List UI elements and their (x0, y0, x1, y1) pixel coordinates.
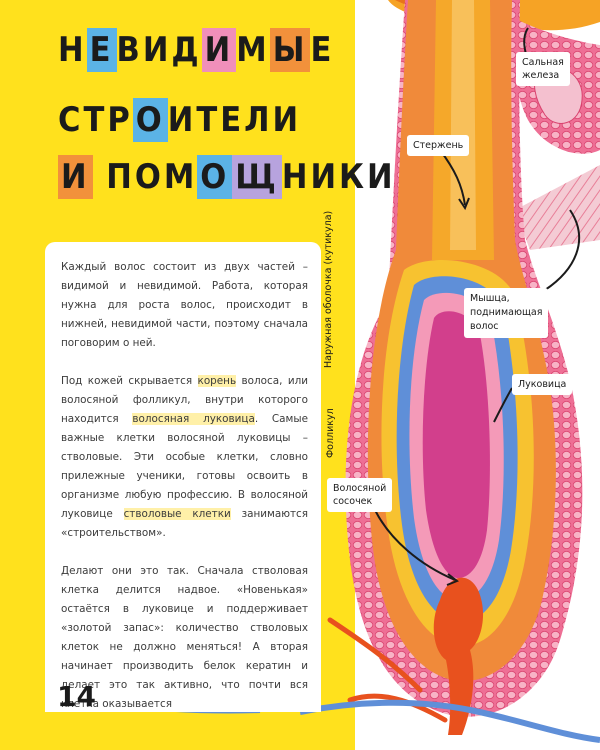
title-segment: ПОМ (92, 157, 198, 197)
page-number: 14 (57, 680, 96, 713)
text-panel: Каждый волос состоит из двух частей – ви… (45, 242, 321, 712)
title-segment: СТР (58, 100, 133, 140)
label-follicle: Фолликул (325, 408, 336, 458)
label-sebaceous-gland: Сальная железа (516, 52, 570, 86)
title-line-2: СТРОИТЕЛИ (58, 98, 301, 142)
bulb-core (422, 311, 490, 579)
title-line-1: НЕВИДИМЫЕ (58, 28, 334, 72)
blood-vessel-blue (299, 699, 600, 743)
title-segment: Н (58, 30, 87, 70)
blood-vessel-red (327, 617, 448, 723)
dermal-papilla (433, 577, 484, 735)
title-segment: Е (310, 30, 335, 70)
title-segment: М (236, 30, 270, 70)
title-segment: Е (86, 28, 117, 72)
title-segment: Ы (269, 28, 311, 72)
term-stem-cells: стволовые клетки (123, 508, 231, 520)
title-segment: ВИД (116, 30, 202, 70)
label-shaft: Стержень (407, 135, 470, 156)
label-bulb: Луковица (512, 374, 573, 395)
hair-shaft-core (450, 0, 476, 250)
arrector-muscle (515, 165, 600, 250)
label-arrector-muscle: Мышца, поднимающая волос (464, 288, 549, 338)
arrow-muscle (544, 209, 580, 291)
paragraph-1: Каждый волос состоит из двух частей – ви… (61, 261, 308, 349)
term-hair-bulb: волосяная луковица (132, 413, 255, 425)
title-segment: О (132, 98, 168, 142)
arrow-papilla (374, 509, 456, 581)
term-root: корень (197, 375, 237, 387)
paragraph-3: Делают они это так. Сначала стволовая кл… (61, 565, 308, 710)
paragraph-2: Под кожей скрывается корень волоса, или … (61, 375, 309, 539)
title-segment: И (201, 28, 237, 72)
title-segment: ИТЕЛИ (167, 100, 302, 140)
title-segment: И (58, 155, 93, 199)
arrow-bulb (493, 387, 513, 423)
title-segment: НИКИ (281, 157, 396, 197)
label-cuticle: Наружная оболочка (кутикула) (323, 210, 334, 368)
label-papilla: Волосяной сосочек (327, 478, 393, 512)
title-segment: Щ (232, 155, 282, 199)
title-segment: О (197, 155, 233, 199)
